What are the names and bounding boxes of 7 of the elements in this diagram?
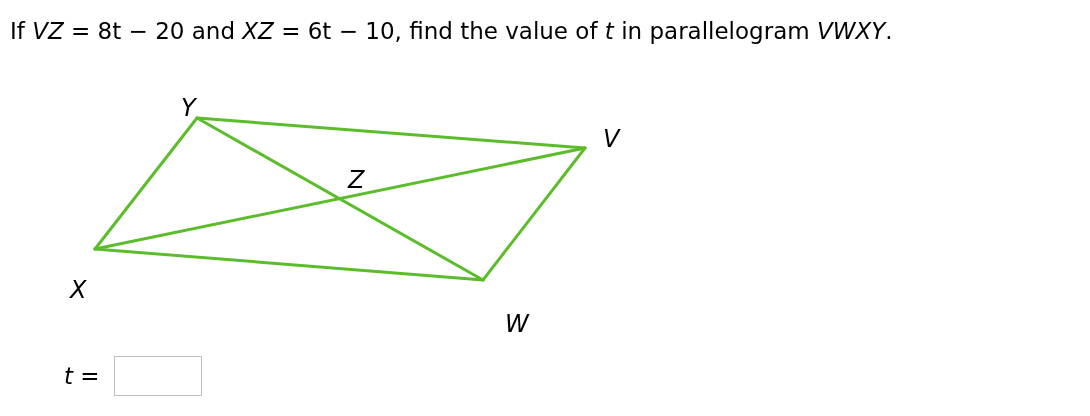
vertex-label: W: [505, 310, 529, 338]
vertex-label: Z: [348, 166, 365, 194]
question-text: If VZ = 8t − 20 and XZ = 6t − 10, find the value of t in parallelogram VWXY.: [10, 17, 893, 46]
vertex-label: Y: [181, 94, 196, 122]
vertex-label: V: [603, 125, 620, 153]
answer-prompt: t =: [64, 362, 100, 391]
vertex-label: X: [70, 276, 87, 304]
